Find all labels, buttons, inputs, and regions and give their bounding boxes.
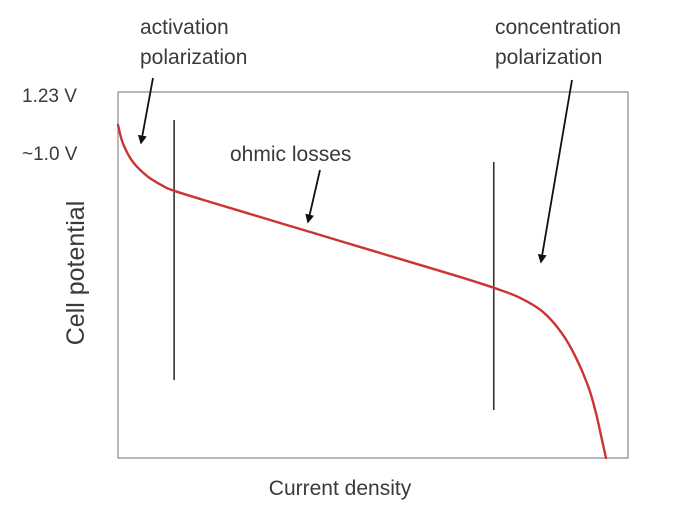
annotation-activation-line-1: activation [140, 16, 229, 39]
polarization-curve-line [116, 123, 608, 460]
annotation-concentration-line-2: polarization [495, 46, 602, 69]
y-axis-label: Cell potential [62, 201, 90, 346]
arrow-concentration [537, 79, 573, 264]
annotation-activation-line-2: polarization [140, 46, 247, 69]
annotation-concentration-polarization: concentration polarization [495, 16, 627, 69]
annotation-ohmic-line-1: ohmic losses [230, 143, 351, 166]
arrow-activation [137, 77, 154, 145]
arrow-ohmic-losses [305, 169, 321, 224]
annotation-ohmic-losses: ohmic losses [230, 143, 351, 166]
annotation-activation-polarization: activation polarization [140, 16, 247, 69]
x-axis-label: Current density [269, 477, 412, 500]
ytick-label-1-23v: 1.23 V [22, 86, 77, 107]
ytick-label-1-0v: ~1.0 V [22, 144, 78, 165]
annotation-concentration-line-1: concentration [495, 16, 621, 39]
plot-frame [117, 91, 629, 459]
